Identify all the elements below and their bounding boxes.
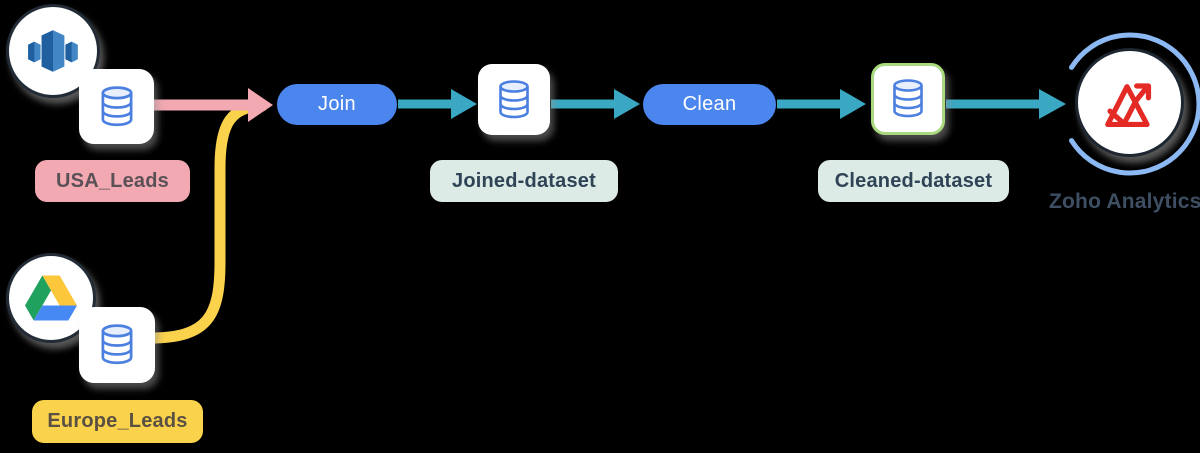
destination-label: Zoho Analytics — [1049, 190, 1200, 213]
usa-to-join-arrowhead-icon — [248, 88, 273, 122]
transform-join-button[interactable]: Join — [277, 84, 397, 125]
dataset-badge-europe-leads: Europe_Leads — [32, 400, 203, 443]
joined-to-clean-arrowhead-icon — [614, 89, 640, 119]
database-icon — [499, 79, 529, 118]
database-icon — [101, 324, 133, 365]
dataset-card-usa-leads[interactable] — [79, 69, 154, 144]
dataset-badge-cleaned-label: Cleaned-dataset — [834, 169, 993, 192]
dataset-card-europe-leads[interactable] — [79, 307, 155, 383]
dataset-badge-cleaned: Cleaned-dataset — [818, 160, 1009, 202]
transform-join-label: Join — [318, 93, 356, 115]
dataset-card-joined[interactable] — [478, 64, 550, 135]
database-icon — [893, 79, 923, 118]
dataset-badge-joined: Joined-dataset — [430, 160, 618, 202]
clean-to-cleaned-arrowhead-icon — [840, 89, 866, 119]
amazon-redshift-icon — [28, 30, 78, 72]
destination-ring — [1069, 32, 1200, 176]
join-to-joined-arrowhead-icon — [451, 89, 477, 119]
destination-zoho-analytics[interactable] — [1075, 48, 1184, 157]
dataset-card-cleaned[interactable] — [871, 63, 945, 135]
dataset-badge-usa-leads-label: USA_Leads — [56, 169, 169, 192]
zoho-analytics-icon — [1104, 82, 1151, 127]
dataset-badge-joined-label: Joined-dataset — [452, 169, 596, 192]
europe-to-join-connector — [144, 100, 268, 344]
transform-clean-button[interactable]: Clean — [643, 84, 776, 125]
transform-clean-label: Clean — [682, 93, 737, 115]
cleaned-to-destination-arrowhead-icon — [1039, 89, 1066, 119]
dataset-badge-europe-leads-label: Europe_Leads — [47, 410, 188, 432]
google-drive-icon — [25, 275, 77, 321]
dataset-badge-usa-leads: USA_Leads — [35, 160, 190, 202]
database-icon — [101, 85, 132, 126]
